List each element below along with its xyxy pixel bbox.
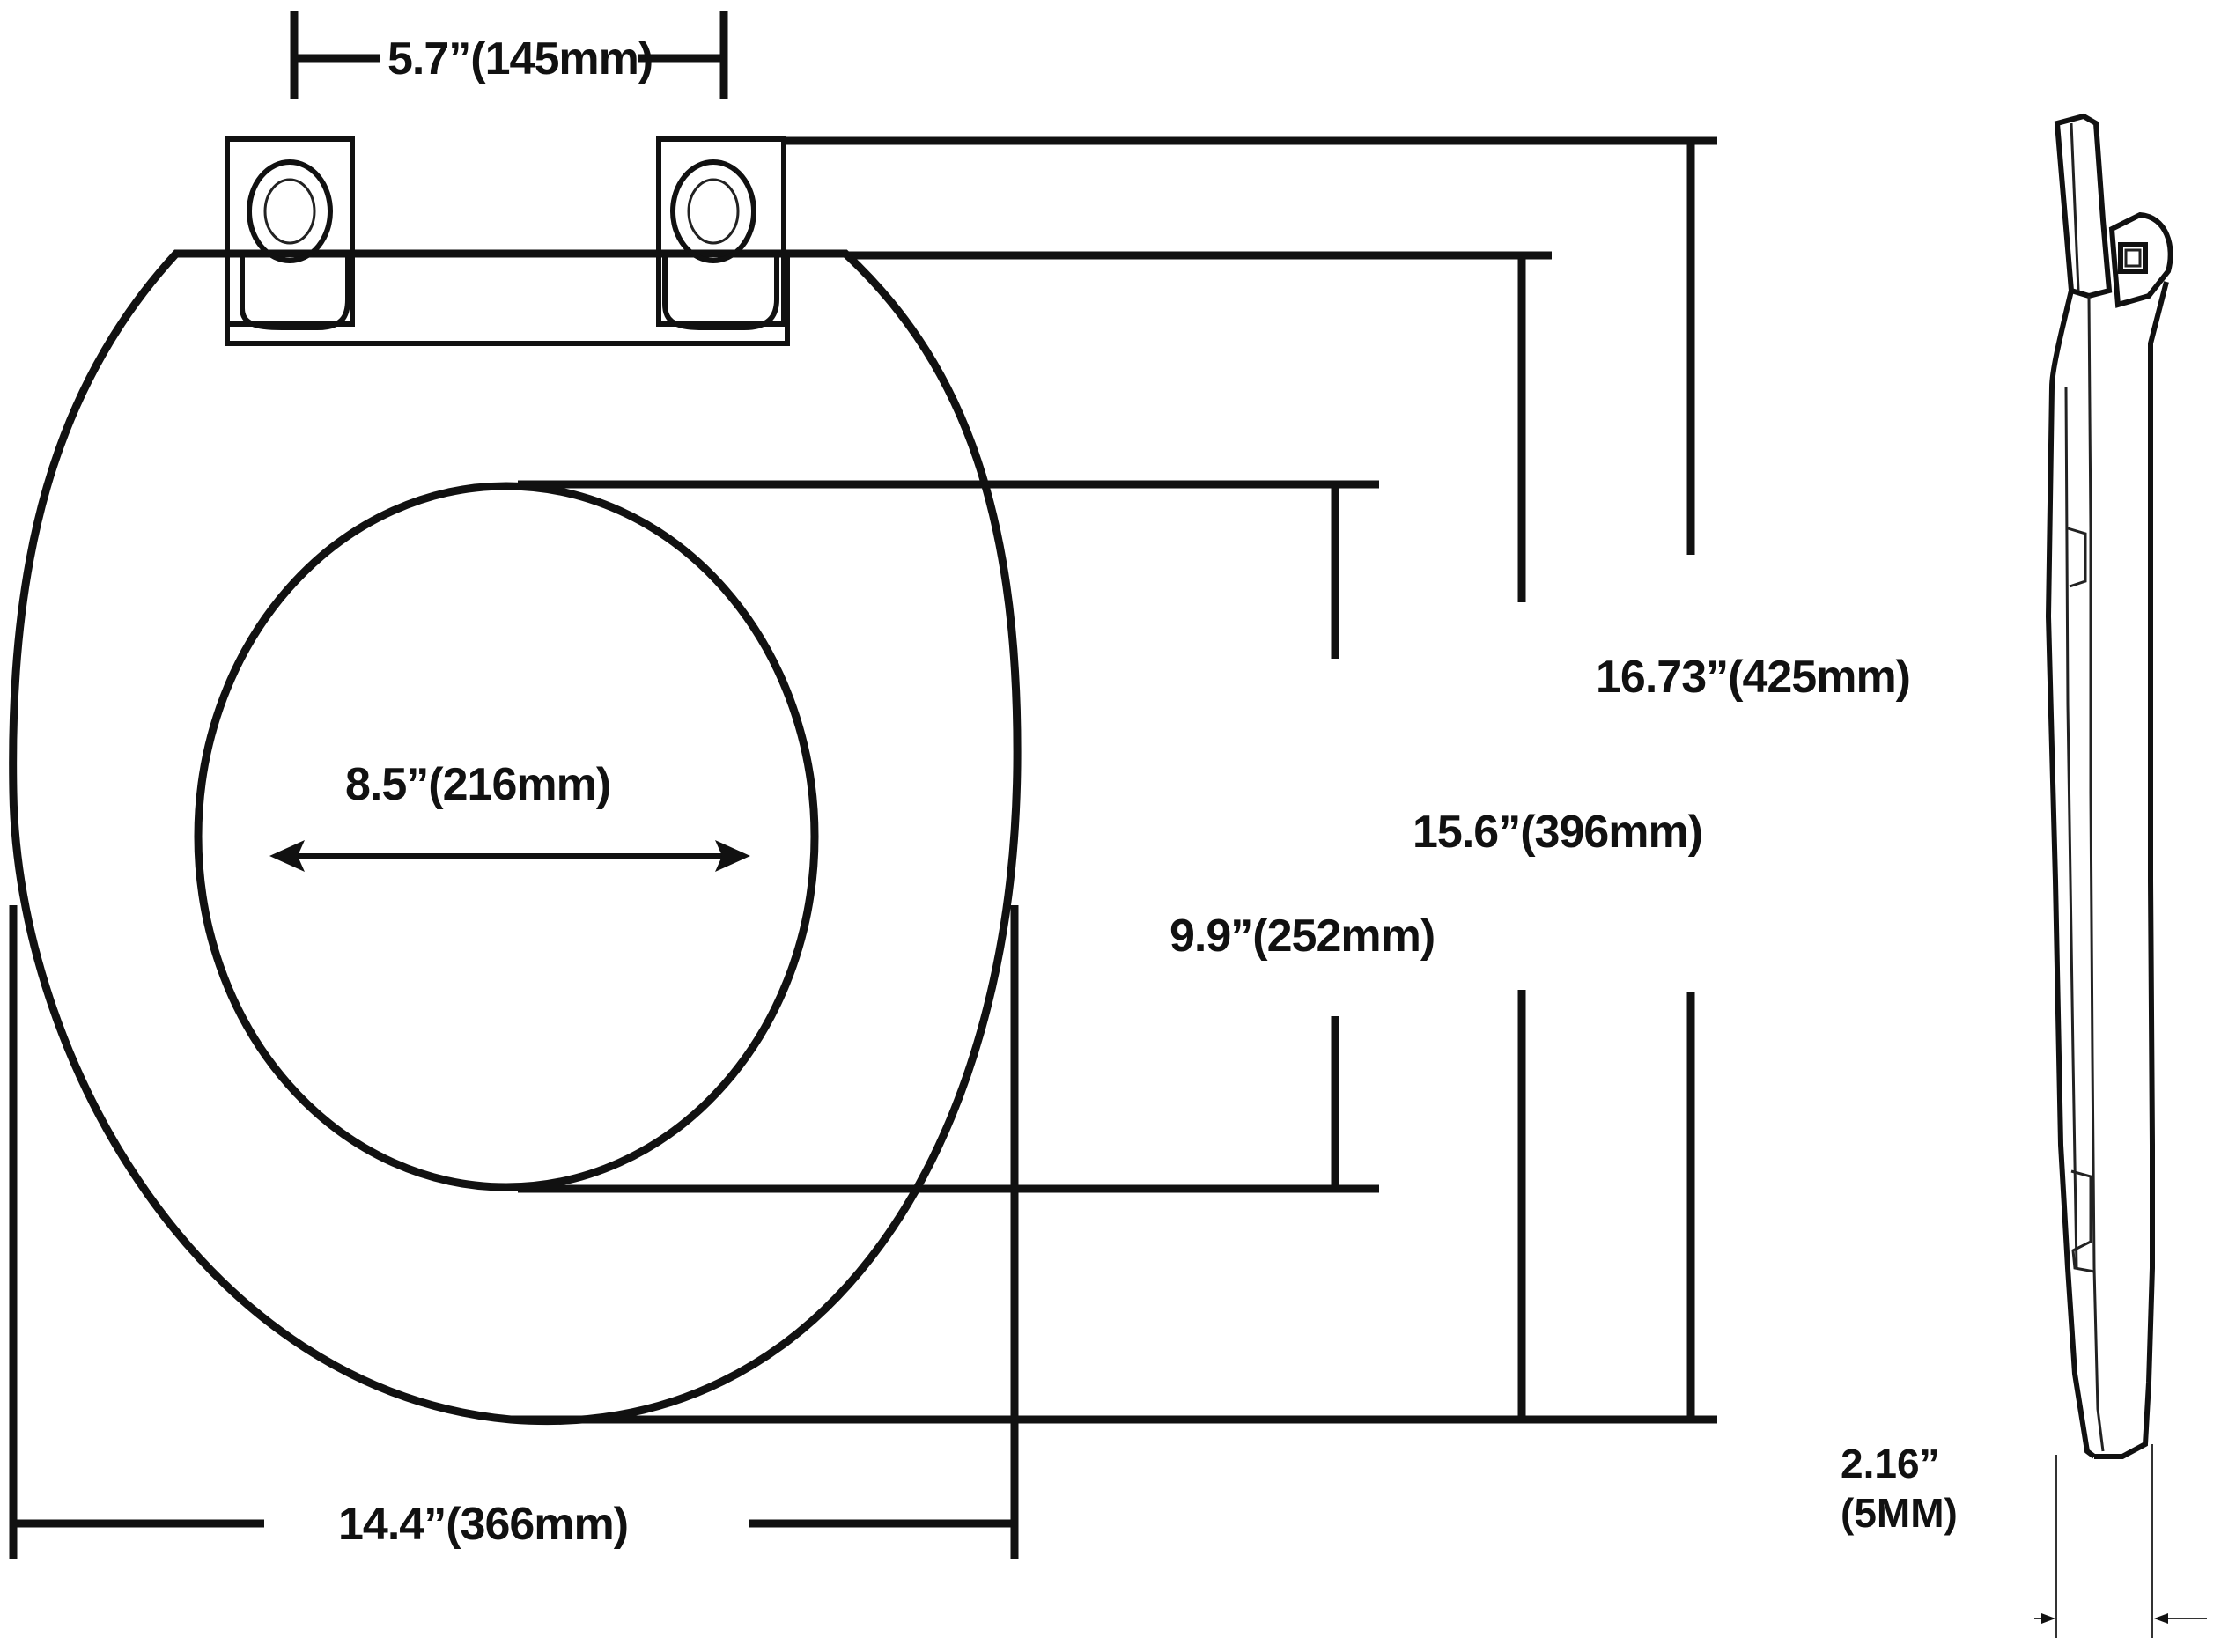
seat-outer-outline bbox=[9, 249, 1022, 1426]
left-hinge-block bbox=[225, 136, 355, 327]
arrow-right-icon bbox=[715, 840, 750, 872]
left-hinge-cap bbox=[240, 255, 350, 330]
seat-top-view bbox=[9, 249, 1022, 1426]
overall-length-dimension: 16.73”(425mm) bbox=[782, 136, 1911, 1420]
thickness-arrow-right-icon bbox=[2041, 1613, 2055, 1624]
thickness-label-line2: (5MM) bbox=[1841, 1490, 1958, 1536]
side-body-front bbox=[2045, 290, 2096, 1459]
seat-opening bbox=[194, 482, 819, 1191]
thickness-label-line1: 2.16” bbox=[1841, 1441, 1940, 1486]
opening-length-label: 9.9”(252mm) bbox=[1170, 911, 1435, 962]
hinge-assembly bbox=[225, 136, 790, 346]
seat-length-label: 15.6”(396mm) bbox=[1413, 807, 1702, 858]
seat-side-view: 2.16” (5MM) bbox=[1841, 113, 2207, 1638]
arrow-left-icon bbox=[269, 840, 305, 872]
seat-width-label: 14.4”(366mm) bbox=[338, 1499, 628, 1550]
right-hinge-cap bbox=[662, 255, 779, 330]
left-hinge-hole-inner bbox=[263, 178, 316, 245]
right-hinge-hole-inner bbox=[687, 178, 740, 245]
opening-width-label: 8.5”(216mm) bbox=[345, 759, 610, 810]
hinge-spacing-label: 5.7”(145mm) bbox=[387, 33, 653, 85]
seat-length-dimension: 15.6”(396mm) bbox=[511, 251, 1717, 1424]
side-hinge-bolt-icon bbox=[2118, 242, 2148, 274]
hinge-spacing-dimension: 5.7”(145mm) bbox=[290, 11, 728, 99]
side-hinge-knuckle bbox=[2108, 211, 2173, 308]
opening-length-dimension: 9.9”(252mm) bbox=[518, 480, 1435, 1193]
left-hinge-hole-outer bbox=[247, 159, 333, 263]
right-hinge-block bbox=[656, 136, 786, 327]
right-hinge-hole-outer bbox=[670, 159, 756, 263]
opening-width-dimension: 8.5”(216mm) bbox=[269, 759, 750, 872]
overall-length-label: 16.73”(425mm) bbox=[1596, 652, 1910, 703]
side-body-back bbox=[2094, 281, 2169, 1459]
seat-width-dimension: 14.4”(366mm) bbox=[9, 905, 1019, 1559]
side-hinge-top bbox=[2054, 113, 2113, 299]
thickness-arrow-left-icon bbox=[2154, 1613, 2168, 1624]
